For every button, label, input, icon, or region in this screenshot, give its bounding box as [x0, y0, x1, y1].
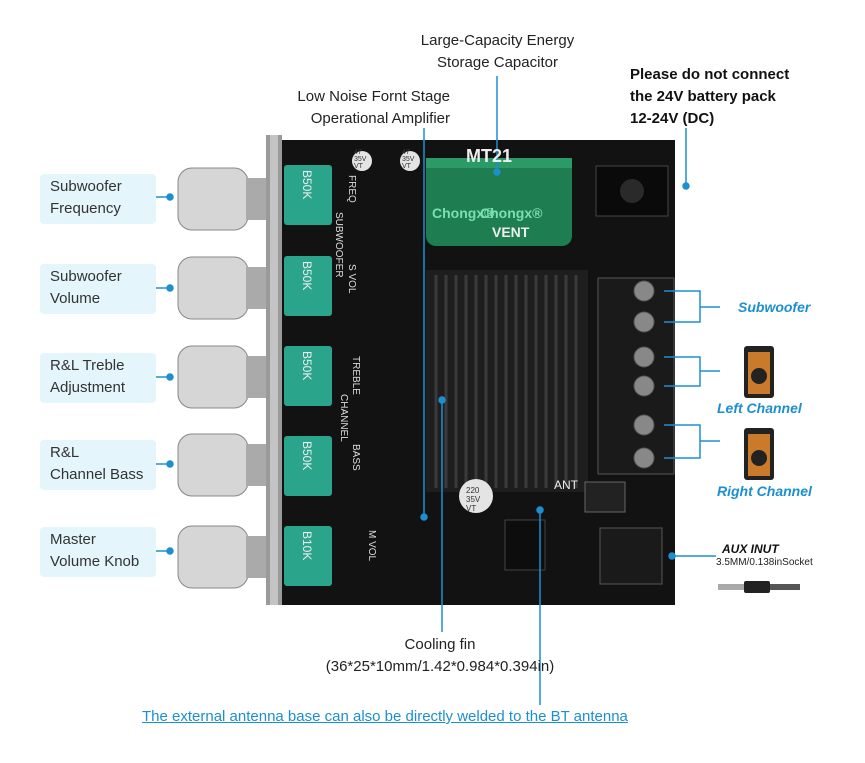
label-subwoofer-volume: Subwoofer Volume: [40, 264, 156, 314]
aux-jack-board: [599, 527, 663, 585]
label-aux: AUX INUT: [722, 542, 779, 556]
bt-module: [584, 481, 626, 513]
capacitor-brand-right: Chongx®: [480, 205, 543, 221]
pot-value-5: B10K: [300, 531, 314, 561]
label-aux-spec: 3.5MM/0.138inSocket: [716, 557, 813, 568]
label-right-channel: Right Channel: [717, 483, 812, 499]
board-model: MT21: [466, 146, 513, 166]
pot-value-3: B50K: [300, 351, 314, 381]
section-bass: BASS: [350, 444, 361, 471]
antenna-note: The external antenna base can also be di…: [142, 708, 628, 725]
capacitor-vent: VENT: [492, 224, 530, 240]
dc-warning: Please do not connect the 24V battery pa…: [630, 66, 790, 127]
capacitor-brand-left: Chongx®: [432, 205, 495, 221]
heat-sink: [426, 270, 588, 492]
left-speaker-icon: [744, 346, 774, 398]
section-subwoofer: SUBWOOFER: [333, 212, 344, 278]
label-cooling-fin: Cooling fin (36*25*10mm/1.42*0.984*0.394…: [325, 636, 555, 675]
pot-2: [284, 256, 332, 316]
pot-value-1: B50K: [300, 170, 314, 200]
label-master-volume: Master Volume Knob: [40, 527, 156, 577]
small-cap-3: 220 35V VT: [466, 486, 481, 513]
pot-4: [284, 436, 332, 496]
pot-1: [284, 165, 332, 225]
label-left-channel: Left Channel: [717, 400, 802, 416]
label-rl-treble: R&L Treble Adjustment: [40, 353, 156, 403]
section-m-vol: M VOL: [366, 530, 377, 562]
label-capacitor: Large-Capacity Energy Storage Capacitor: [420, 32, 575, 71]
label-op-amp: Low Noise Fornt Stage Operational Amplif…: [297, 88, 450, 127]
label-rl-bass: R&L Channel Bass: [40, 440, 156, 490]
section-s-vol: S VOL: [346, 264, 357, 294]
chip: [504, 519, 546, 571]
pot-value-4: B50K: [300, 441, 314, 471]
section-freq: FREQ: [346, 175, 357, 203]
pot-5: [284, 526, 332, 586]
energy-storage-capacitor: [426, 158, 572, 246]
section-channel: CHANNEL: [338, 394, 349, 442]
terminal-block: [597, 277, 675, 475]
ant-label: ANT: [554, 478, 578, 492]
small-cap-1: 47 35V VT: [354, 149, 367, 170]
right-speaker-icon: [744, 428, 774, 480]
label-subwoofer-frequency: Subwoofer Frequency: [40, 174, 156, 224]
pot-3: [284, 346, 332, 406]
pot-value-2: B50K: [300, 261, 314, 291]
small-cap-2: 47 35V VT: [402, 149, 415, 170]
knobs: [177, 167, 266, 589]
section-treble: TREBLE: [350, 356, 361, 395]
aux-plug-icon: [718, 581, 800, 593]
label-subwoofer-output: Subwoofer: [738, 299, 811, 315]
